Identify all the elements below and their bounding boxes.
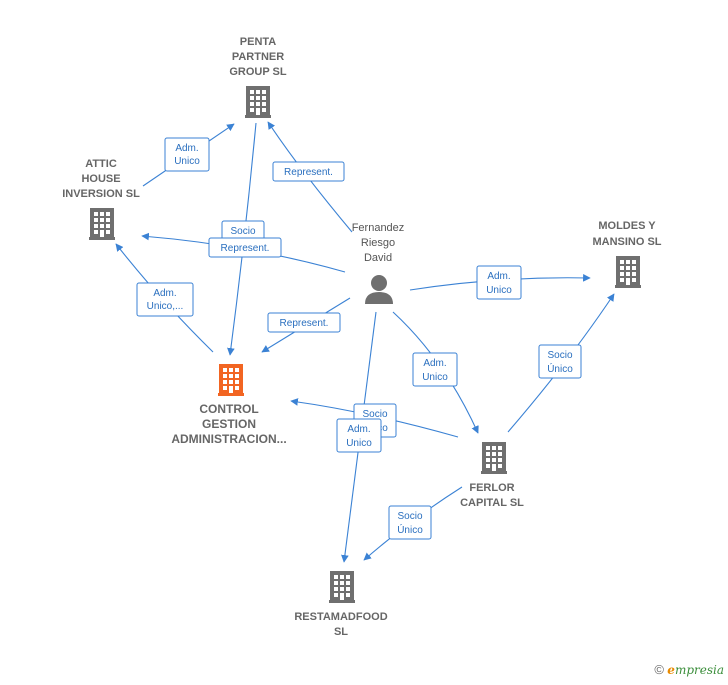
edge-label-line: Adm. (347, 424, 370, 435)
node-label-line: CONTROL (199, 402, 258, 416)
edge-label-penta-control[interactable]: Socio (221, 220, 265, 241)
node-label-line: MANSINO SL (592, 236, 661, 248)
node-label-line: INVERSION SL (62, 188, 140, 200)
node-label-line: ATTIC (85, 158, 117, 170)
node-label-line: FERLOR (469, 482, 514, 494)
edge-label-line: Represent. (221, 243, 270, 254)
edge-label-person-ferlor[interactable]: Adm. Unico (412, 352, 458, 387)
node-label-line: CAPITAL SL (460, 497, 524, 509)
node-person[interactable]: Fernandez Riesgo David (352, 222, 405, 304)
node-label-line: PENTA (240, 36, 277, 48)
edge-label-person-control[interactable]: Represent. (267, 312, 341, 333)
node-ferlor[interactable]: FERLOR CAPITAL SL (460, 442, 524, 509)
node-label-line: Fernandez (352, 222, 405, 234)
edge-label-line: Represent. (284, 167, 333, 178)
node-label-line: GROUP SL (229, 66, 287, 78)
node-attic[interactable]: ATTIC HOUSE INVERSION SL (62, 158, 140, 240)
edge-label-line: Adm. (487, 271, 510, 282)
edge-label-line: Único (547, 362, 573, 375)
node-moldes[interactable]: MOLDES Y MANSINO SL (592, 220, 662, 288)
edge-label-line: Único (397, 523, 423, 536)
edge-label-line: Unico,... (147, 301, 184, 312)
node-label-line: David (364, 252, 392, 264)
node-penta[interactable]: PENTA PARTNER GROUP SL (229, 36, 287, 118)
edge-label-ferlor-moldes[interactable]: Socio Único (538, 344, 582, 379)
person-icon (365, 275, 393, 304)
brand-rest: mpresia (674, 663, 724, 677)
node-label-line: Riesgo (361, 237, 395, 249)
edge-label-line: Unico (174, 156, 200, 167)
edge-label-line: Socio (230, 226, 255, 237)
building-icon (245, 86, 271, 118)
node-label-line: ADMINISTRACION... (171, 432, 286, 446)
building-icon (481, 442, 507, 474)
edge-label-person-moldes[interactable]: Adm. Unico (476, 265, 522, 300)
edge-label-line: Adm. (423, 358, 446, 369)
node-label-line: SL (334, 626, 348, 638)
footer-brand: © empresia (654, 662, 724, 677)
edge-label-line: Unico (486, 285, 512, 296)
edge-label-person-resta[interactable]: Adm. Unico (336, 418, 382, 453)
copyright-symbol: © (654, 662, 664, 677)
node-label-line: RESTAMADFOOD (294, 611, 387, 623)
edge-label-ferlor-resta[interactable]: Socio Único (388, 505, 432, 540)
node-label-line: MOLDES Y (598, 220, 656, 232)
edge-label-person-attic[interactable]: Represent. (208, 237, 282, 258)
brand-initial: e (667, 663, 675, 677)
edge-label-line: Unico (346, 438, 372, 449)
edge-label-person-penta[interactable]: Represent. (272, 161, 345, 182)
building-icon (615, 256, 641, 288)
node-label-line: PARTNER (232, 51, 284, 63)
building-icon (89, 208, 115, 240)
building-icon (218, 364, 244, 396)
edge-label-line: Represent. (280, 318, 329, 329)
edge-label-attic-penta[interactable]: Adm. Unico (164, 137, 210, 172)
empresia-logo[interactable]: empresia (667, 663, 724, 677)
edge-label-control-attic[interactable]: Adm. Unico,... (136, 282, 194, 317)
node-label-line: HOUSE (81, 173, 120, 185)
building-icon (329, 571, 355, 603)
edge-label-line: Socio (397, 511, 422, 522)
edge-label-line: Socio (362, 409, 387, 420)
edge-label-line: Socio (547, 350, 572, 361)
edge-labels: Adm. Unico Represent. Socio Represent. A… (136, 137, 582, 540)
edge-lines (115, 121, 615, 563)
node-label-line: GESTION (202, 417, 256, 431)
edge-label-line: Adm. (175, 143, 198, 154)
node-resta[interactable]: RESTAMADFOOD SL (294, 571, 388, 638)
edge-label-line: Adm. (153, 288, 176, 299)
node-control[interactable]: CONTROL GESTION ADMINISTRACION... (171, 364, 287, 446)
edge-label-line: Unico (422, 372, 448, 383)
